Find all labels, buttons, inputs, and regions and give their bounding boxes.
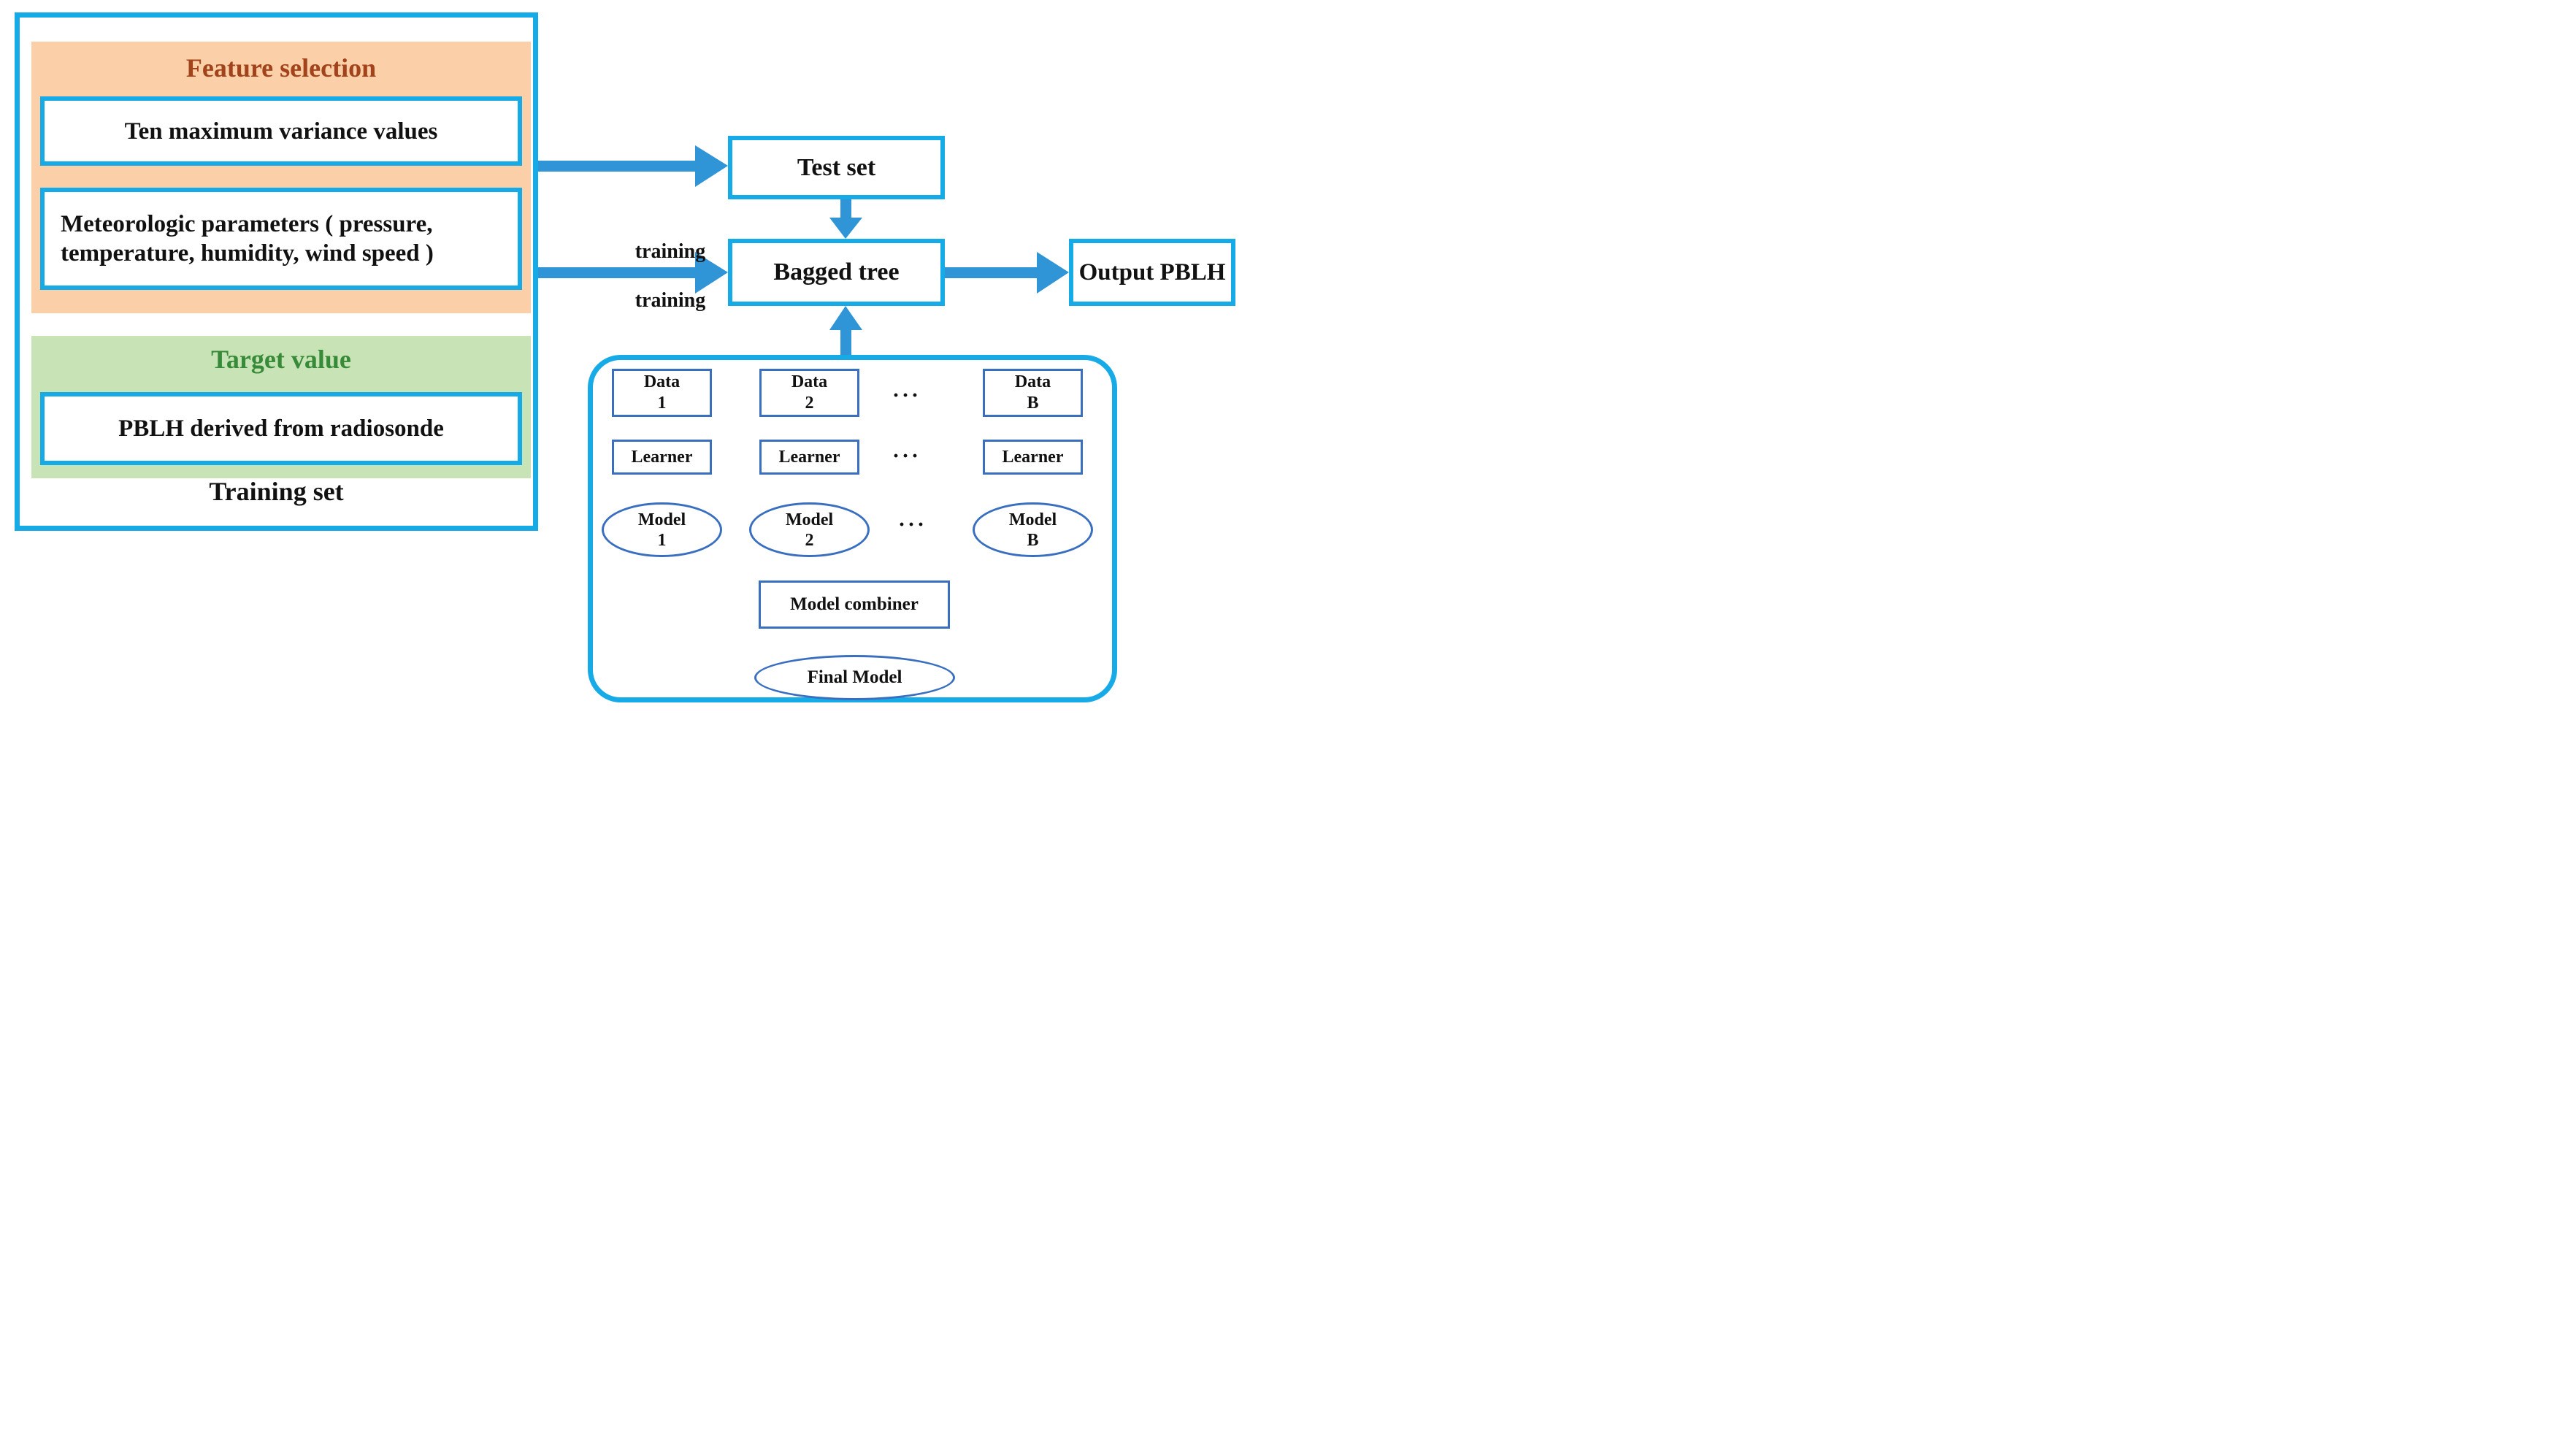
bagged-tree-box: Bagged tree [728, 239, 945, 306]
learner-2-label: Learner [778, 447, 840, 467]
data-2-index: 2 [805, 394, 814, 413]
model-combiner-box: Model combiner [759, 580, 950, 629]
model-2-ellipse: Model 2 [749, 502, 870, 557]
target-item-pblh-label: PBLH derived from radiosonde [118, 415, 444, 442]
arrow-container-to-baggedtree [829, 306, 862, 356]
data-1-index: 1 [657, 394, 667, 413]
target-value-title: Target value [211, 345, 351, 374]
output-pblh-box: Output PBLH [1069, 239, 1235, 306]
feature-item-variance-box: Ten maximum variance values [40, 96, 522, 166]
data-1-box: Data 1 [612, 369, 712, 417]
arrow-trainingbox-to-testset [538, 145, 728, 187]
test-set-box: Test set [728, 136, 945, 199]
learner-B-box: Learner [983, 440, 1083, 475]
feature-item-meteorologic-box: Meteorologic parameters ( pressure, temp… [40, 188, 522, 290]
data-2-word: Data [791, 372, 828, 391]
arrow-baggedtree-to-output [945, 252, 1069, 294]
training-set-box: Feature selection Ten maximum variance v… [15, 12, 538, 531]
model-1-word: Model [637, 510, 686, 529]
training-set-label: Training set [209, 477, 344, 506]
model-2-index: 2 [805, 530, 814, 550]
model-row-ellipsis: ··· [898, 513, 927, 537]
final-model-label: Final Model [807, 667, 902, 687]
model-1-index: 1 [657, 530, 667, 550]
learner-row-ellipsis: ··· [892, 444, 921, 468]
model-combiner-label: Model combiner [790, 594, 919, 614]
arrow-testset-to-baggedtree [829, 199, 862, 239]
bagged-tree-label: Bagged tree [773, 258, 900, 286]
learner-2-box: Learner [759, 440, 859, 475]
data-2-box: Data 2 [759, 369, 859, 417]
model-B-ellipse: Model B [973, 502, 1093, 557]
model-B-index: B [1027, 530, 1039, 550]
learner-1-box: Learner [612, 440, 712, 475]
bagged-tree-workflow-diagram: Feature selection Ten maximum variance v… [0, 0, 1288, 718]
final-model-ellipse: Final Model [754, 655, 955, 700]
data-B-box: Data B [983, 369, 1083, 417]
output-pblh-label: Output PBLH [1078, 258, 1226, 286]
data-1-word: Data [643, 372, 681, 391]
data-B-index: B [1027, 394, 1039, 413]
feature-item-variance-label: Ten maximum variance values [124, 118, 438, 145]
training-label-top: training [635, 240, 706, 263]
test-set-label: Test set [797, 153, 876, 181]
target-item-pblh-box: PBLH derived from radiosonde [40, 392, 522, 465]
learner-B-label: Learner [1002, 447, 1064, 467]
training-label-bottom: training [635, 289, 706, 312]
model-1-ellipse: Model 1 [602, 502, 722, 557]
feature-item-meteorologic-label: Meteorologic parameters ( pressure, temp… [61, 211, 434, 267]
model-2-word: Model [785, 510, 834, 529]
model-B-word: Model [1008, 510, 1057, 529]
data-B-word: Data [1014, 372, 1051, 391]
feature-selection-title: Feature selection [185, 53, 377, 83]
data-row-ellipsis: ··· [892, 383, 921, 407]
learner-1-label: Learner [631, 447, 693, 467]
